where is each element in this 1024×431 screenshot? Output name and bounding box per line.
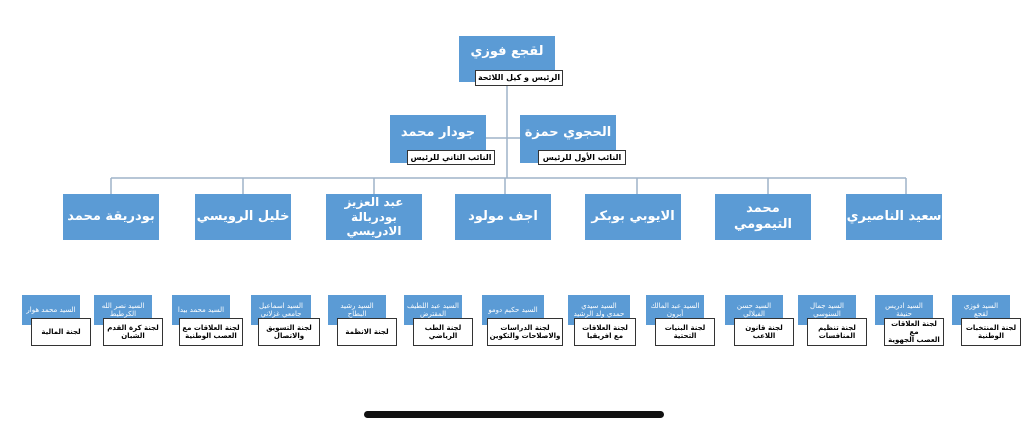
member-name: اجف مولود — [468, 209, 538, 225]
member-box-7: بودريقة محمد — [63, 194, 159, 240]
vice-president-1-name: الحجوي حمزة — [524, 125, 612, 140]
member-name: الايوبي بوبكر — [591, 209, 675, 225]
member-box-1: سعيد الناصيري — [846, 194, 942, 240]
member-name: عبد العزيز بودربالة الادريسي — [344, 195, 404, 239]
committee-name-1: لجنة المنتخبات الوطنية — [961, 318, 1021, 346]
member-box-6: خليل الرويسي — [195, 194, 291, 240]
committee-name-2: لجنة العلاقات مع العصب الجهوية — [884, 318, 944, 346]
committee-name-7: لجنة الدراسات والاصلاحات والتكوين — [487, 318, 563, 346]
committee-name-10: لجنة التسويق والاتصال — [258, 318, 320, 346]
member-box-5: عبد العزيز بودربالة الادريسي — [326, 194, 422, 240]
committee-name-12: لجنة كرة القدم الشبان — [103, 318, 163, 346]
committee-name-6: لجنة العلاقات مع افريقيا — [574, 318, 636, 346]
vice-president-1-role: النائب الأول للرئيس — [538, 150, 626, 165]
member-box-3: الايوبي بوبكر — [585, 194, 681, 240]
member-box-2: محمد التيمومي — [715, 194, 811, 240]
president-role: الرئيس و كيل اللائحة — [475, 70, 563, 86]
president-name: لقجع فوزي — [470, 44, 544, 59]
vice-president-2-name: جودار محمد — [400, 125, 476, 140]
member-name: خليل الرويسي — [196, 209, 290, 225]
home-indicator[interactable] — [364, 411, 664, 418]
committee-name-8: لجنة الطب الرياضي — [413, 318, 473, 346]
committee-name-9: لجنة الانظمة — [337, 318, 397, 346]
committee-name-13: لجنة المالية — [31, 318, 91, 346]
member-name: بودريقة محمد — [67, 209, 155, 225]
vice-president-2-role: النائب الثاني للرئيس — [407, 150, 495, 165]
member-box-4: اجف مولود — [455, 194, 551, 240]
committee-name-5: لجنة البنيات التحتية — [655, 318, 715, 346]
member-name: سعيد الناصيري — [846, 209, 942, 225]
committee-name-4: لجنة قانون اللاعب — [734, 318, 794, 346]
committee-name-3: لجنة تنظيم المنافسات — [807, 318, 867, 346]
member-name: محمد التيمومي — [733, 201, 793, 232]
committee-name-11: لجنة العلاقات مع العصب الوطنية — [179, 318, 243, 346]
vice-president-2-box: جودار محمد — [390, 115, 486, 163]
